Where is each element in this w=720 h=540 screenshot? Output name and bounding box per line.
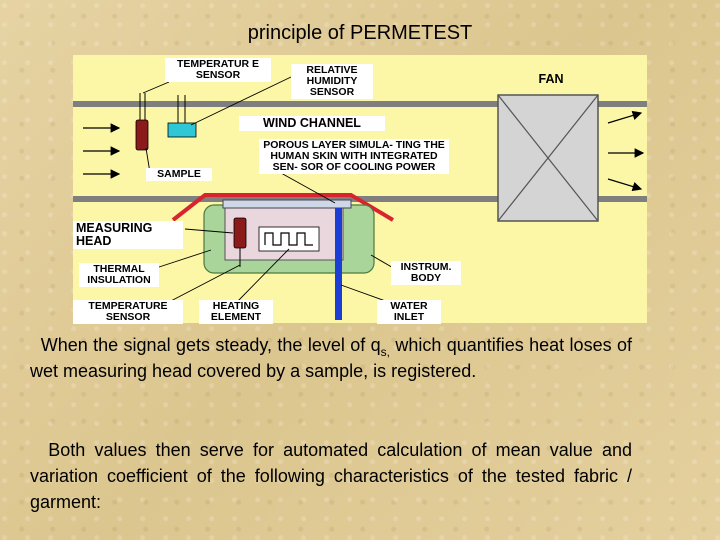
fan-cross-2 xyxy=(497,94,599,222)
leader-temp-sensor-top xyxy=(142,81,170,94)
label-temperature-sensor-top: TEMPERATUR E SENSOR xyxy=(165,58,271,82)
leader-heating xyxy=(235,248,290,304)
outlet-arrow-1 xyxy=(607,110,643,124)
leader-thermal xyxy=(152,249,212,270)
outlet-arrow-3 xyxy=(607,178,643,192)
label-wind-channel: WIND CHANNEL xyxy=(239,116,385,131)
p1-text-before: When the signal gets steady, the level o… xyxy=(40,335,381,355)
label-relative-humidity-sensor: RELATIVE HUMIDITY SENSOR xyxy=(291,64,373,99)
paragraph-signal-steady: When the signal gets steady, the level o… xyxy=(30,332,632,384)
porous-layer xyxy=(222,199,352,209)
humidity-sensor-probe xyxy=(167,122,197,138)
water-inlet-pipe xyxy=(335,208,342,320)
label-porous-layer: POROUS LAYER SIMULA- TING THE HUMAN SKIN… xyxy=(259,139,449,174)
permetest-diagram: TEMPERATUR E SENSOR RELATIVE HUMIDITY SE… xyxy=(73,55,647,324)
label-instrum-body: INSTRUM. BODY xyxy=(391,261,461,285)
paragraph-calculation: Both values then serve for automated cal… xyxy=(30,437,632,515)
label-fan: FAN xyxy=(538,72,564,86)
slide-title: principle of PERMETEST xyxy=(247,22,473,44)
label-sample: SAMPLE xyxy=(146,168,212,181)
label-water-inlet: WATER INLET xyxy=(377,300,441,324)
temperature-sensor-probe xyxy=(135,119,149,151)
leader-measuring-head xyxy=(184,228,234,234)
p2-text: Both values then serve for automated cal… xyxy=(30,440,632,512)
heating-element-coil xyxy=(264,232,313,246)
head-temperature-sensor xyxy=(233,217,247,249)
diagram-graphics xyxy=(73,76,647,320)
label-heating-element: HEATING ELEMENT xyxy=(199,300,273,324)
label-measuring-head: MEASURING HEAD xyxy=(73,221,183,249)
sample-cover xyxy=(171,193,395,222)
leader-humidity xyxy=(190,76,292,126)
label-temperature-sensor-bottom: TEMPERATURE SENSOR xyxy=(73,300,183,324)
label-thermal-insulation: THERMAL INSULATION xyxy=(79,263,159,287)
p1-subscript: s, xyxy=(380,345,390,359)
wind-channel-top-wall xyxy=(73,101,647,107)
p1-text-after: which quantifies heat loses of wet measu… xyxy=(30,335,632,381)
leader-temp-sensor-bottom xyxy=(166,264,241,304)
